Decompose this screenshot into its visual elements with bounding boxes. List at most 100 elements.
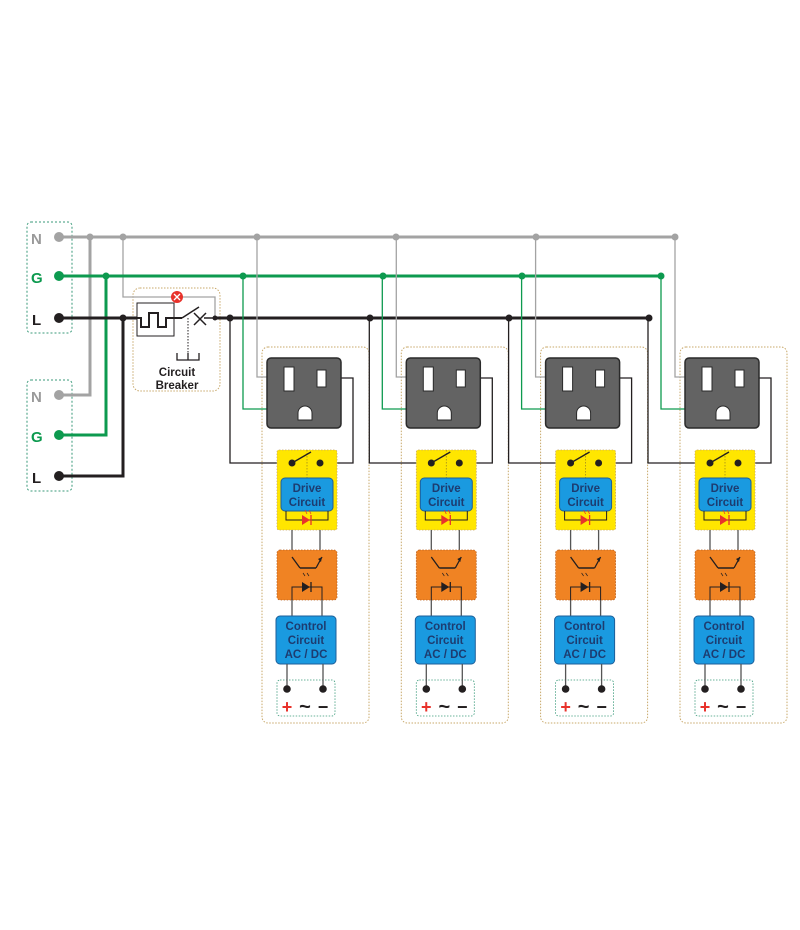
control-circuit-label: Circuit — [706, 635, 743, 647]
terminal-label-g: G — [31, 429, 43, 446]
terminal-dot — [283, 685, 291, 693]
drive-circuit-label: Drive — [711, 483, 740, 495]
control-circuit-label: AC / DC — [563, 649, 606, 661]
terminal-dot — [319, 685, 327, 693]
control-circuit-label: Control — [425, 621, 466, 633]
outlet-ground-hole — [297, 405, 313, 421]
neutral-wire — [256, 237, 284, 378]
terminal-label-l: L — [32, 470, 41, 487]
control-circuit-box — [693, 615, 755, 665]
circuit-breaker-label: Breaker — [156, 380, 199, 392]
live-wire — [647, 318, 710, 464]
minus-icon: − — [596, 697, 607, 717]
breaker-indicator-icon — [171, 291, 183, 303]
drive-circuit-box — [419, 477, 473, 512]
drive-circuit-label: Circuit — [707, 497, 744, 509]
diode-icon — [302, 582, 310, 592]
led-icon — [441, 515, 450, 525]
breaker-symbol — [136, 302, 215, 361]
plus-icon: + — [421, 697, 432, 717]
minus-icon: − — [736, 697, 747, 717]
drive-circuit-box — [698, 477, 752, 512]
control-circuit-label: AC / DC — [424, 649, 467, 661]
relay-switch-icon — [291, 451, 312, 464]
module-frame — [679, 346, 788, 724]
terminal-dot — [701, 685, 709, 693]
terminal-dot — [597, 685, 606, 693]
drive-circuit-box — [280, 477, 334, 512]
terminal-label-g: G — [31, 270, 43, 287]
control-circuit-label: Circuit — [566, 635, 603, 647]
live-wire — [368, 318, 432, 464]
drive-circuit-label: Circuit — [289, 497, 326, 509]
outlet-neutral-slot — [283, 366, 295, 392]
live-wire — [229, 318, 292, 464]
drive-circuit-label: Drive — [571, 483, 600, 495]
diode-icon — [580, 582, 589, 592]
plus-icon: + — [282, 697, 293, 717]
control-input-terminal — [276, 679, 336, 717]
led-icon — [720, 515, 728, 525]
control-circuit-label: Circuit — [288, 635, 325, 647]
ac-tilde-icon: ~ — [578, 696, 590, 718]
module-frame — [400, 346, 509, 724]
outlet-ground-hole — [576, 405, 592, 421]
outlet-neutral-slot — [422, 366, 434, 392]
control-input-terminal — [415, 679, 475, 717]
diode-icon — [720, 582, 728, 592]
control-circuit-label: Circuit — [427, 635, 464, 647]
ac-tilde-icon: ~ — [717, 696, 729, 718]
phototransistor-icon — [291, 556, 301, 569]
control-circuit-box — [414, 615, 476, 665]
relay-switch-icon — [430, 451, 451, 464]
optocoupler-box — [276, 549, 338, 601]
ac-tilde-icon: ~ — [299, 696, 311, 718]
optocoupler-box — [694, 549, 756, 601]
circuit-breaker-label: Circuit — [159, 367, 196, 379]
terminal-dot — [561, 685, 570, 693]
control-input-terminal — [555, 679, 615, 717]
control-circuit-box — [554, 615, 616, 665]
ac-tilde-icon: ~ — [438, 696, 450, 718]
control-circuit-label: Control — [286, 621, 327, 633]
outlet-hot-slot — [734, 369, 745, 388]
drive-circuit-label: Drive — [432, 483, 461, 495]
drive-circuit-box — [559, 477, 613, 512]
outlet-hot-slot — [455, 369, 466, 388]
phototransistor-icon — [709, 556, 719, 569]
module-frame — [540, 346, 649, 724]
phototransistor-icon — [430, 556, 440, 569]
control-circuit-label: AC / DC — [285, 649, 328, 661]
led-icon — [302, 515, 310, 525]
live-wire — [507, 318, 571, 464]
ground-bus — [59, 274, 661, 437]
plus-icon: + — [560, 697, 571, 717]
terminal-label-l: L — [32, 312, 41, 329]
relay-switch-icon — [570, 451, 590, 464]
neutral-wire — [395, 237, 424, 378]
outlet-neutral-slot — [701, 366, 713, 392]
phototransistor-icon — [570, 556, 580, 569]
outlet-hot-slot — [595, 369, 606, 388]
control-input-terminal — [694, 679, 754, 717]
circuit-breaker-box — [132, 287, 221, 392]
terminal-label-n: N — [31, 389, 42, 406]
outlet-ground-hole — [715, 405, 731, 421]
drive-circuit-label: Drive — [293, 483, 322, 495]
terminal-label-n: N — [31, 231, 42, 248]
control-circuit-label: AC / DC — [703, 649, 746, 661]
drive-circuit-label: Circuit — [428, 497, 465, 509]
outlet-ground-hole — [436, 405, 452, 421]
terminal-dot — [737, 685, 745, 693]
diode-icon — [441, 582, 450, 592]
neutral-wire — [534, 237, 563, 378]
relay-switch-icon — [709, 451, 730, 464]
outlet-neutral-slot — [562, 366, 574, 392]
module-frame — [261, 346, 370, 724]
optocoupler-box — [415, 549, 477, 601]
